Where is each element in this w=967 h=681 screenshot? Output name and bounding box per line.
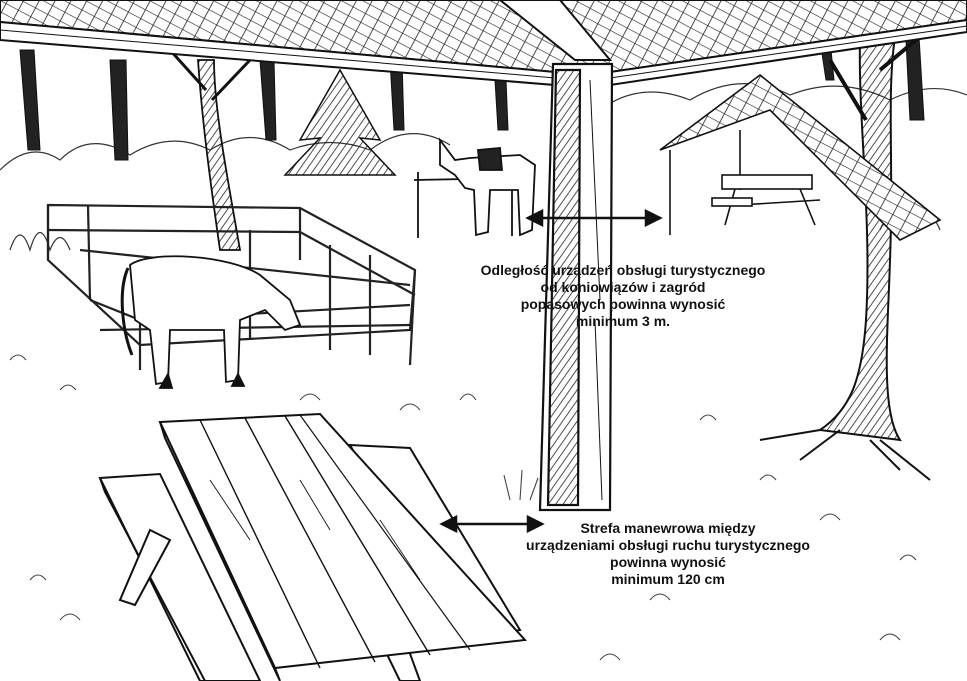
caption-maneuver-zone: Strefa manewrowa między urządzeniami obs… <box>478 520 858 588</box>
caption-horse-distance: Odległość urządzeń obsługi turystycznego… <box>438 262 808 330</box>
far-shelter <box>659 73 942 241</box>
caption-horse-distance-line-2: od koniowiązów i zagród <box>540 279 706 295</box>
caption-maneuver-zone-line-4: minimum 120 cm <box>611 571 725 587</box>
caption-horse-distance-line-4: minimum 3 m. <box>575 313 671 329</box>
foreground-picnic-table <box>98 412 528 681</box>
hitching-rail <box>413 137 536 238</box>
caption-maneuver-zone-line-2: urządzeniami obsługi ruchu turystycznego <box>526 537 810 553</box>
caption-horse-distance-line-1: Odległość urządzeń obsługi turystycznego <box>480 262 766 278</box>
caption-maneuver-zone-line-3: powinna wynosić <box>610 554 726 570</box>
central-post <box>538 62 614 512</box>
caption-maneuver-zone-line-1: Strefa manewrowa między <box>580 520 756 536</box>
distance-arrow-bottom <box>439 514 545 534</box>
corral-horse <box>120 255 302 389</box>
corral-tree <box>168 48 252 251</box>
pavilion-roof <box>0 0 967 87</box>
caption-horse-distance-line-3: popasowych powinna wynosić <box>520 296 726 312</box>
ground-grass <box>9 354 917 661</box>
distance-arrow-top <box>525 208 663 228</box>
